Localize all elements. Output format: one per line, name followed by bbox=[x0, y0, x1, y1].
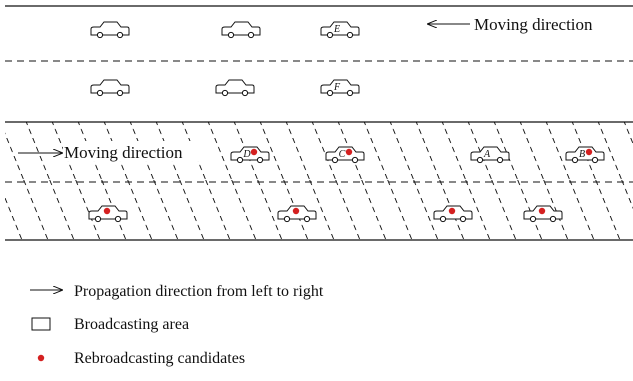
car-lane1-1 bbox=[90, 21, 130, 39]
rebroadcasting-candidate-dot bbox=[103, 207, 111, 215]
car-lane1-2 bbox=[221, 21, 261, 39]
car-body bbox=[320, 79, 360, 94]
car-body bbox=[565, 146, 605, 161]
bottom-moving-direction-label: Moving direction bbox=[64, 143, 183, 162]
car-lane3-2: C bbox=[325, 146, 365, 164]
car-wheel bbox=[571, 156, 579, 164]
rebroadcasting-candidate-dot bbox=[292, 207, 300, 215]
car-wheel bbox=[459, 215, 467, 223]
car-lane4-3 bbox=[433, 205, 473, 223]
legend-rebroadcasting-label: Rebroadcasting candidates bbox=[74, 350, 245, 367]
legend-item-broadcasting: Broadcasting area bbox=[31, 316, 189, 333]
car-wheel bbox=[346, 89, 354, 97]
label-backdrop bbox=[63, 141, 213, 161]
car-wheel bbox=[351, 156, 359, 164]
legend-propagation-label: Propagation direction from left to right bbox=[74, 283, 324, 300]
car-body bbox=[215, 79, 255, 94]
car-lane3-3: A bbox=[470, 146, 510, 164]
car-wheel bbox=[94, 215, 102, 223]
car-wheel bbox=[591, 156, 599, 164]
car-body bbox=[325, 146, 365, 161]
car-wheel bbox=[116, 89, 124, 97]
car-lane4-2 bbox=[277, 205, 317, 223]
car-wheel bbox=[346, 31, 354, 39]
car-body bbox=[90, 79, 130, 94]
car-label: A bbox=[483, 149, 491, 160]
red-dot-icon bbox=[37, 354, 45, 362]
car-label: F bbox=[333, 82, 341, 93]
car-wheel bbox=[549, 215, 557, 223]
car-wheel bbox=[303, 215, 311, 223]
car-wheel bbox=[496, 156, 504, 164]
car-wheel bbox=[236, 156, 244, 164]
car-body bbox=[221, 21, 261, 36]
car-wheel bbox=[114, 215, 122, 223]
car-wheel bbox=[227, 31, 235, 39]
car-wheel bbox=[529, 215, 537, 223]
rebroadcasting-candidate-dot bbox=[448, 207, 456, 215]
rebroadcasting-candidate-dot bbox=[538, 207, 546, 215]
car-lane2-1 bbox=[90, 79, 130, 97]
bottom-moving-direction: Moving direction bbox=[18, 141, 213, 162]
car-label: B bbox=[579, 149, 585, 160]
car-lane1-3: E bbox=[320, 21, 360, 39]
car-body bbox=[90, 21, 130, 36]
car-wheel bbox=[116, 31, 124, 39]
car-wheel bbox=[247, 31, 255, 39]
rebroadcasting-candidate-dot bbox=[250, 148, 258, 156]
car-wheel bbox=[283, 215, 291, 223]
legend-item-propagation: Propagation direction from left to right bbox=[30, 283, 324, 300]
hatched-box-icon bbox=[31, 317, 51, 331]
car-label: D bbox=[242, 149, 251, 160]
top-moving-direction-label: Moving direction bbox=[474, 15, 593, 34]
car-label: E bbox=[333, 24, 340, 35]
car-wheel bbox=[241, 89, 249, 97]
vehicles: E F D C A B bbox=[88, 21, 605, 223]
car-lane3-1: D bbox=[230, 146, 270, 164]
rebroadcasting-candidate-dot bbox=[345, 148, 353, 156]
car-lane3-4: B bbox=[565, 146, 605, 164]
car-body bbox=[230, 146, 270, 161]
car-wheel bbox=[221, 89, 229, 97]
car-wheel bbox=[256, 156, 264, 164]
legend-broadcasting-label: Broadcasting area bbox=[74, 316, 189, 333]
car-wheel bbox=[439, 215, 447, 223]
car-label: C bbox=[339, 149, 346, 160]
legend: Propagation direction from left to right… bbox=[30, 283, 324, 367]
broadcasting-area bbox=[5, 122, 633, 240]
car-lane4-1 bbox=[88, 205, 128, 223]
legend-item-rebroadcasting: Rebroadcasting candidates bbox=[37, 350, 245, 367]
car-lane2-3: F bbox=[320, 79, 360, 97]
car-lane4-4 bbox=[523, 205, 563, 223]
car-lane2-2 bbox=[215, 79, 255, 97]
car-wheel bbox=[476, 156, 484, 164]
car-wheel bbox=[326, 31, 334, 39]
rebroadcasting-candidate-dot bbox=[585, 148, 593, 156]
car-body bbox=[320, 21, 360, 36]
car-wheel bbox=[96, 89, 104, 97]
car-wheel bbox=[96, 31, 104, 39]
car-wheel bbox=[331, 156, 339, 164]
top-moving-direction: Moving direction bbox=[428, 15, 593, 34]
car-body bbox=[470, 146, 510, 161]
car-wheel bbox=[326, 89, 334, 97]
